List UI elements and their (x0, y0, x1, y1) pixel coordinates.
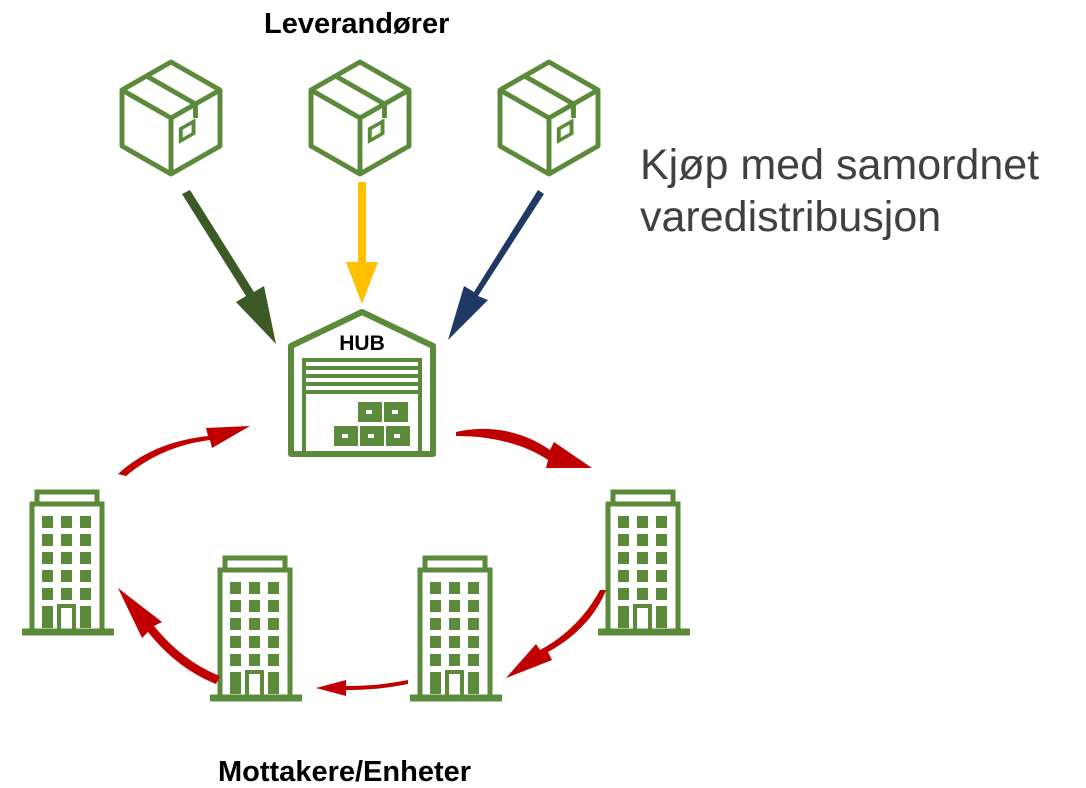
suppliers-label: Leverandører (264, 8, 450, 40)
receiver-building-2-icon (210, 558, 302, 698)
hub-warehouse-icon: HUB (288, 309, 436, 457)
supplier-box-2-icon (311, 62, 409, 174)
arrow-bottom-right-to-bottom-left (316, 680, 408, 696)
title-line-1: Kjøp med samordnet (640, 141, 1040, 189)
receiver-building-4-icon (598, 492, 690, 632)
diagram-title: Kjøp med samordnet varedistribusjon (640, 139, 1039, 243)
arrow-right-building-to-bottom-right (506, 590, 606, 678)
title-line-2: varedistribusjon (640, 193, 942, 241)
arrow-navy (448, 190, 544, 340)
arrow-bottom-left-to-left-building (118, 588, 220, 684)
arrow-dark-green (182, 190, 276, 344)
receiver-building-3-icon (410, 558, 502, 698)
arrow-yellow (346, 182, 378, 304)
supplier-box-1-icon (122, 62, 220, 174)
hub-label: HUB (339, 332, 385, 355)
supplier-box-3-icon (500, 62, 598, 174)
receiver-building-1-icon (22, 492, 114, 632)
receivers-label: Mottakere/Enheter (218, 756, 472, 788)
arrow-left-building-to-hub (118, 426, 250, 476)
arrow-hub-to-right-building (456, 428, 592, 468)
